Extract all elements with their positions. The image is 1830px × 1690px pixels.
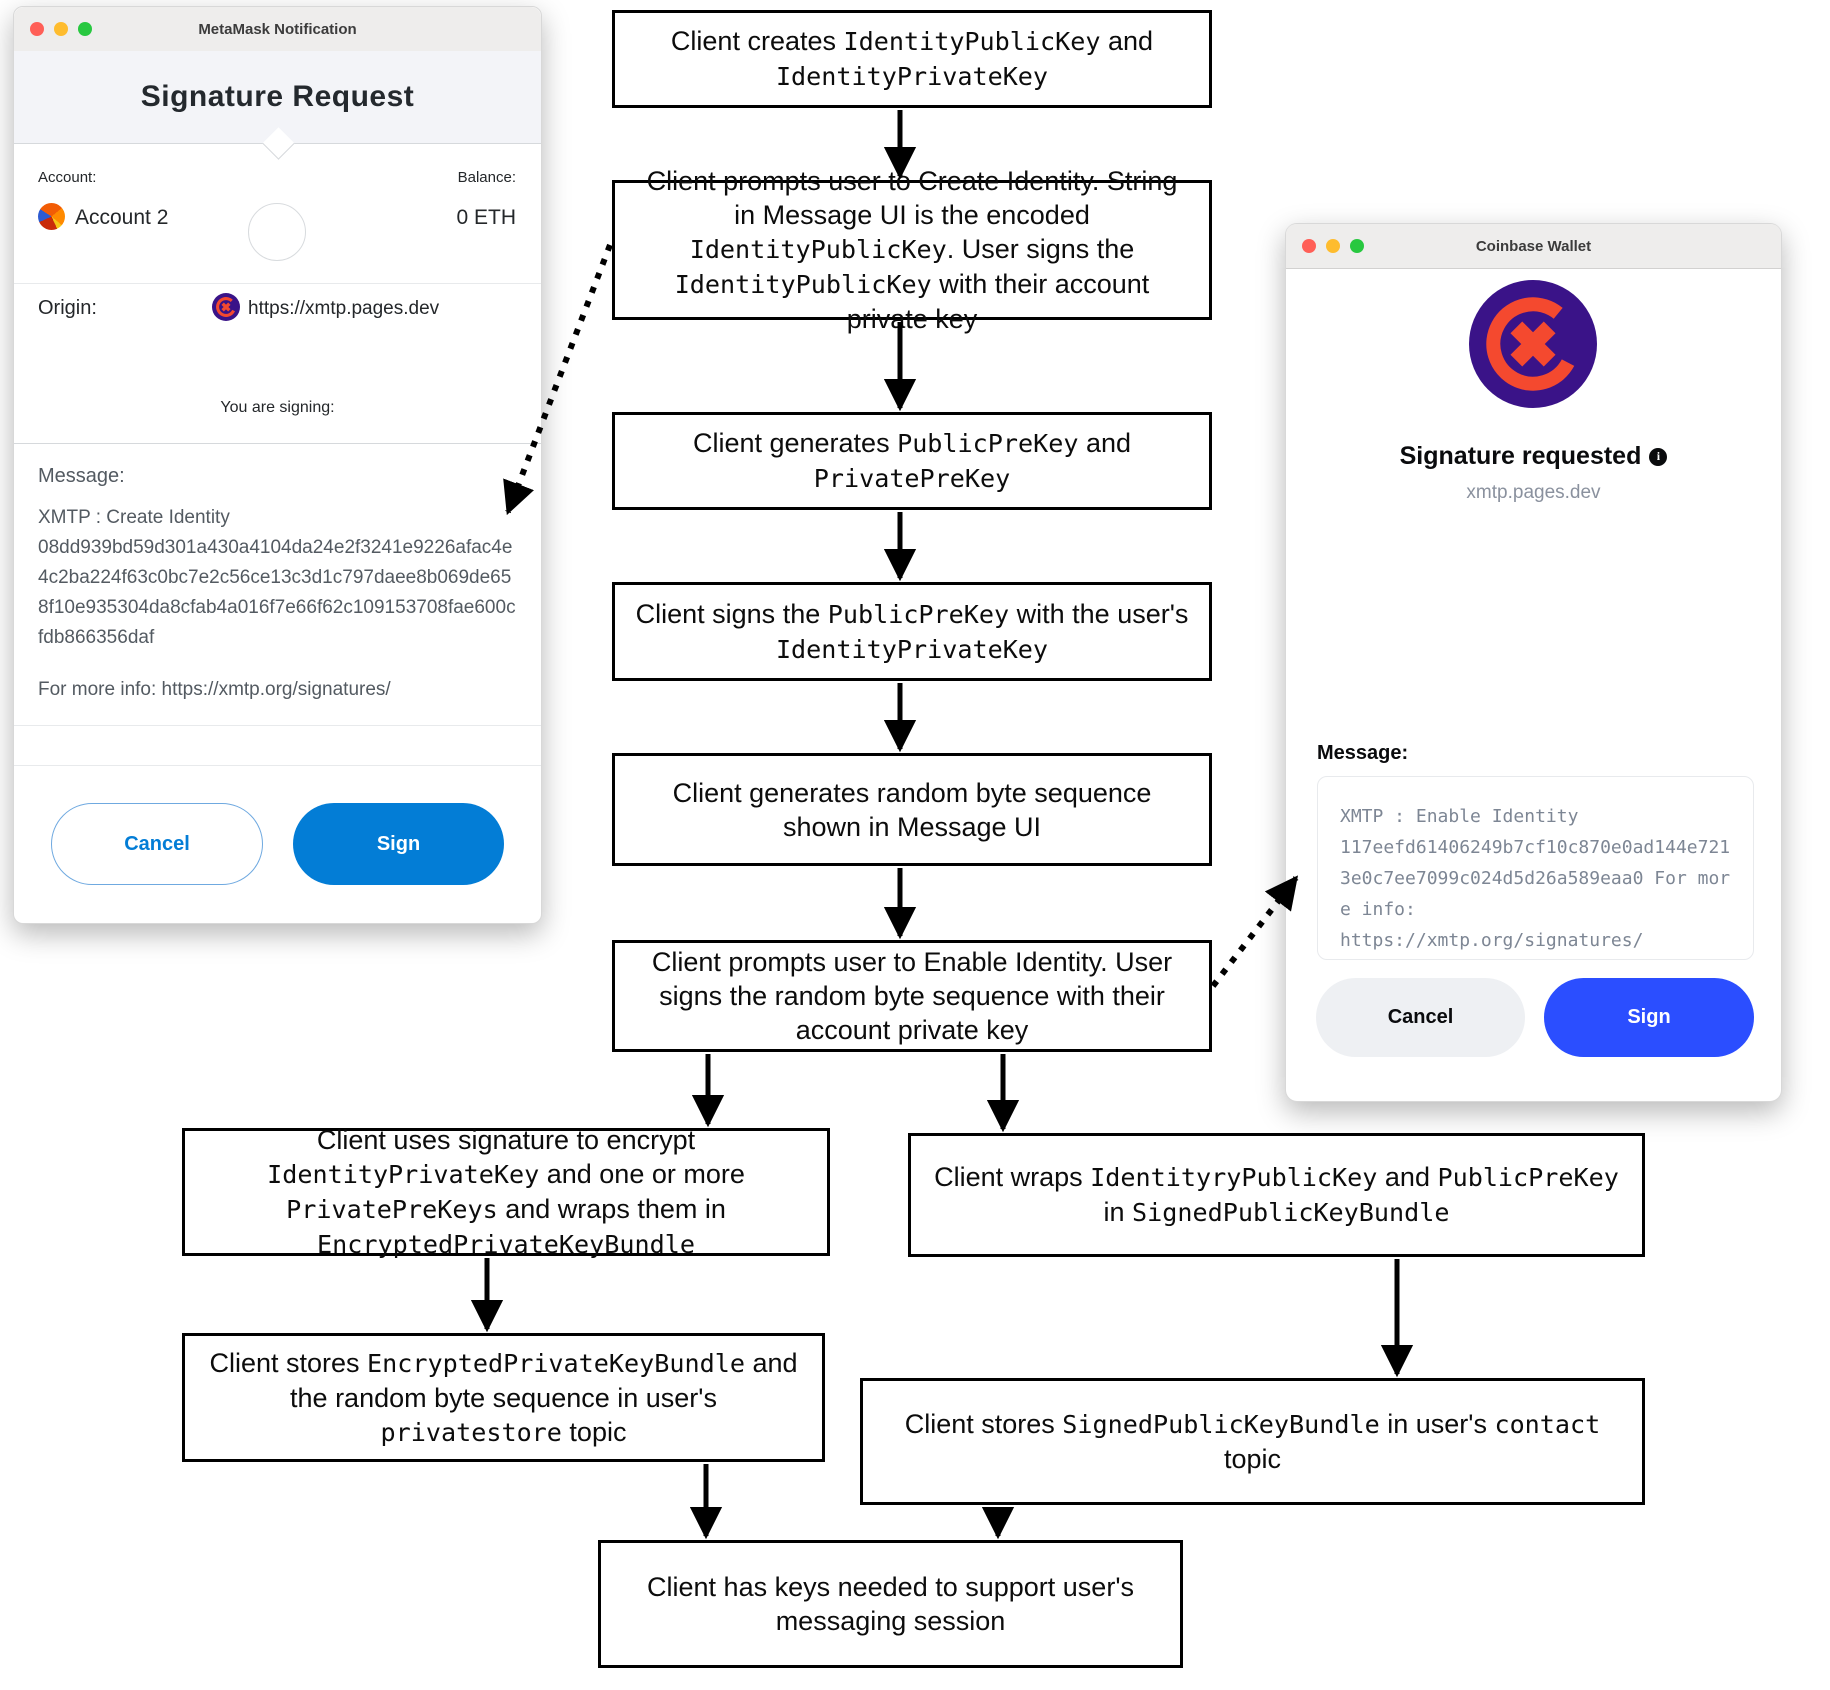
window-title: Coinbase Wallet (1475, 237, 1592, 255)
metamask-window: MetaMask Notification Signature Request … (13, 6, 542, 924)
flow-box-prompt-create-identity: Client prompts user to Create Identity. … (612, 166, 1212, 334)
flow-box-store-private-bundle: Client stores EncryptedPrivateKeyBundle … (182, 1333, 825, 1462)
zoom-button[interactable] (1350, 239, 1364, 253)
balance-value: 0 ETH (456, 206, 516, 229)
sign-button[interactable]: Sign (293, 803, 504, 885)
divider (14, 765, 541, 766)
flow-box-sign-prekey: Client signs the PublicPreKey with the u… (612, 582, 1212, 681)
window-title: MetaMask Notification (198, 20, 357, 38)
flow-box-prompt-enable-identity: Client prompts user to Enable Identity. … (612, 940, 1212, 1052)
request-domain: xmtp.pages.dev (1466, 482, 1601, 503)
sign-button[interactable]: Sign (1544, 978, 1754, 1057)
window-controls (1302, 224, 1364, 268)
account-name: Account 2 (75, 206, 169, 229)
page-title: Signature Request (140, 80, 415, 113)
dotted-arrow-to-coinbase (1210, 875, 1299, 988)
minimize-button[interactable] (54, 22, 68, 36)
zoom-button[interactable] (78, 22, 92, 36)
divider (14, 443, 541, 444)
flow-box-session-ready: Client has keys needed to support user's… (598, 1540, 1183, 1668)
close-button[interactable] (30, 22, 44, 36)
account-avatar (38, 203, 65, 230)
info-icon[interactable]: i (1649, 447, 1668, 466)
xmtp-logo (1469, 280, 1597, 408)
more-info-link[interactable]: For more info: https://xmtp.org/signatur… (38, 679, 391, 700)
minimize-button[interactable] (1326, 239, 1340, 253)
xmtp-origin-icon (212, 293, 240, 321)
connection-circle (248, 203, 306, 261)
signing-caption: You are signing: (220, 399, 335, 416)
flow-box-create-identity-keys: Client creates IdentityPublicKey and Ide… (612, 10, 1212, 108)
page-title: Signature requested (1399, 442, 1642, 470)
flow-box-generate-prekeys: Client generates PublicPreKey and Privat… (612, 412, 1212, 510)
cancel-button[interactable]: Cancel (51, 803, 263, 885)
coinbase-window: Coinbase Wallet Signature requested i xm… (1285, 223, 1782, 1102)
metamask-titlebar: MetaMask Notification (14, 7, 541, 52)
flow-box-wrap-public-bundle: Client wraps IdentityryPublicKey and Pub… (908, 1133, 1645, 1257)
window-controls (30, 7, 92, 51)
origin-url: https://xmtp.pages.dev (248, 298, 440, 319)
divider (14, 283, 541, 284)
account-label: Account: (38, 169, 97, 186)
message-text: XMTP : Enable Identity 117eefd61406249b7… (1317, 776, 1754, 960)
message-text: XMTP : Create Identity 08dd939bd59d301a4… (38, 507, 516, 648)
flow-box-store-public-bundle: Client stores SignedPublicKeyBundle in u… (860, 1378, 1645, 1505)
coinbase-titlebar: Coinbase Wallet (1286, 224, 1781, 269)
message-label: Message: (38, 465, 125, 487)
flow-box-encrypt-private-bundle: Client uses signature to encrypt Identit… (182, 1125, 830, 1259)
cancel-button[interactable]: Cancel (1316, 978, 1525, 1057)
flow-box-generate-random-bytes: Client generates random byte sequence sh… (612, 753, 1212, 866)
close-button[interactable] (1302, 239, 1316, 253)
message-label: Message: (1317, 742, 1409, 764)
balance-label: Balance: (457, 169, 516, 186)
origin-label: Origin: (38, 297, 97, 319)
divider (14, 725, 541, 726)
